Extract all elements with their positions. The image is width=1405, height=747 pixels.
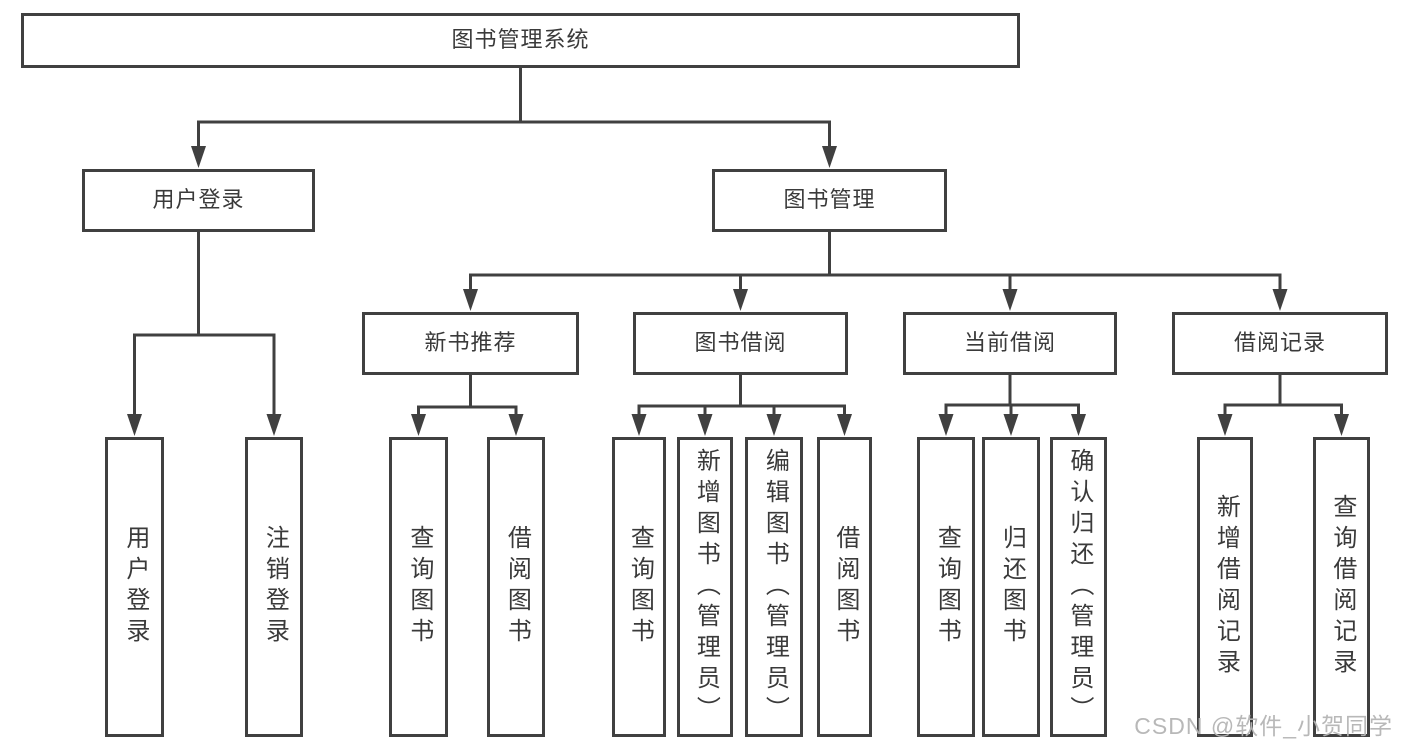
leaf-label: 编辑图书（管理员） [761,447,789,727]
leaf-label: 借阅图书 [831,525,859,649]
leaf-query-books-borrowing: 查询图书 [612,437,666,737]
node-current-borrowing: 当前借阅 [903,312,1117,375]
csdn-watermark: CSDN @软件_小贺同学 [1134,713,1393,739]
leaf-label: 查询借阅记录 [1328,494,1356,680]
leaf-borrow-books-recommend: 借阅图书 [487,437,545,737]
node-book-borrowing: 图书借阅 [633,312,848,375]
node-new-book-recommendation: 新书推荐 [362,312,579,375]
leaf-label: 用户登录 [121,525,149,649]
leaf-logout: 注销登录 [245,437,303,737]
leaf-label: 借阅图书 [503,525,531,649]
node-book-management: 图书管理 [712,169,947,232]
leaf-add-book-admin: 新增图书（管理员） [677,437,733,737]
leaf-label: 归还图书 [998,525,1026,649]
leaf-add-borrow-record: 新增借阅记录 [1197,437,1253,737]
node-borrowing-records: 借阅记录 [1172,312,1388,375]
leaf-query-books-current: 查询图书 [917,437,975,737]
leaf-query-borrow-record: 查询借阅记录 [1313,437,1370,737]
leaf-edit-book-admin: 编辑图书（管理员） [745,437,803,737]
leaf-label: 新增图书（管理员） [692,447,720,727]
leaf-query-books-recommend: 查询图书 [389,437,448,737]
leaf-label: 查询图书 [933,525,961,649]
leaf-label: 确认归还（管理员） [1065,447,1093,727]
leaf-label: 查询图书 [626,525,654,649]
leaf-confirm-return-admin: 确认归还（管理员） [1050,437,1107,737]
leaf-label: 查询图书 [405,525,433,649]
leaf-label: 注销登录 [261,525,289,649]
leaf-user-login: 用户登录 [105,437,164,737]
leaf-label: 新增借阅记录 [1212,494,1240,680]
node-user-login: 用户登录 [82,169,315,232]
node-library-management-system: 图书管理系统 [21,13,1020,68]
leaf-borrow-books-borrowing: 借阅图书 [817,437,872,737]
leaf-return-book: 归还图书 [982,437,1040,737]
